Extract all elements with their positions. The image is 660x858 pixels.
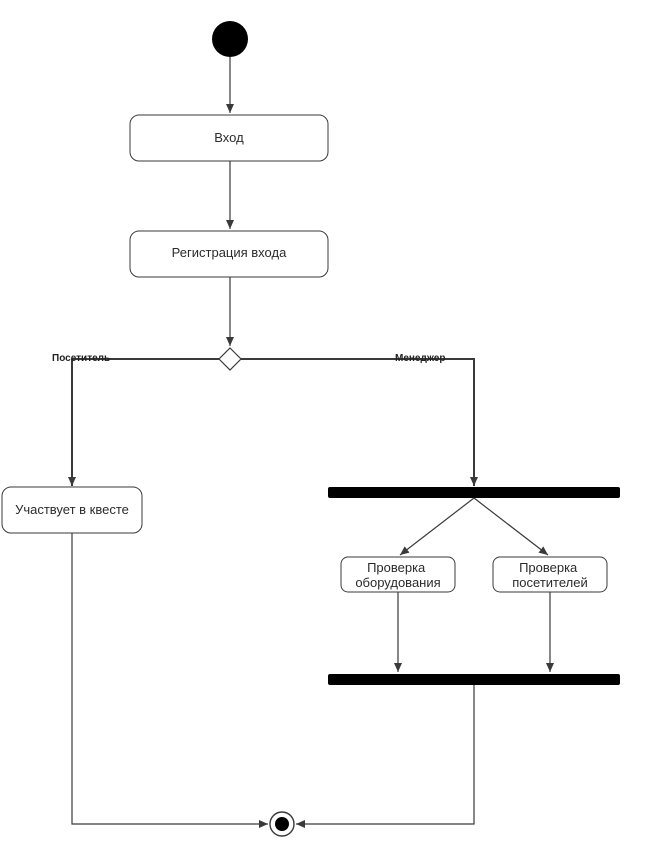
- action-participates-quest: Участвует в квесте: [1, 486, 143, 534]
- action-check-visitors-line1: Проверка: [519, 560, 578, 575]
- edge-fork-to-check-visitors: [473, 497, 549, 556]
- action-login: Вход: [129, 114, 329, 162]
- edge-decision-to-fork: [241, 358, 478, 486]
- fork-bar: [328, 487, 620, 498]
- action-participates-quest-label: Участвует в квесте: [15, 502, 129, 517]
- action-check-equipment-label: Проверка оборудования: [355, 560, 440, 590]
- action-login-registration: Регистрация входа: [129, 230, 329, 278]
- action-check-visitors: Проверка посетителей: [492, 556, 608, 593]
- action-login-registration-label: Регистрация входа: [172, 245, 287, 260]
- action-login-label: Вход: [214, 130, 244, 145]
- action-check-visitors-label: Проверка посетителей: [512, 560, 587, 590]
- end-node: [269, 811, 295, 837]
- action-check-equipment-line2: оборудования: [355, 575, 440, 590]
- edge-label-visitor: Посетитель: [52, 353, 110, 364]
- edge-join-to-end: [296, 685, 475, 828]
- action-check-equipment: Проверка оборудования: [340, 556, 456, 593]
- edge-fork-to-check-equipment: [399, 497, 475, 556]
- join-bar: [328, 674, 620, 685]
- edge-quest-to-end: [71, 533, 268, 828]
- action-check-equipment-line1: Проверка: [367, 560, 426, 575]
- edge-label-manager: Менеджер: [395, 353, 445, 364]
- start-node: [212, 21, 248, 57]
- edge-decision-to-quest: [68, 358, 219, 486]
- action-check-visitors-line2: посетителей: [512, 575, 587, 590]
- decision-node: [218, 347, 242, 371]
